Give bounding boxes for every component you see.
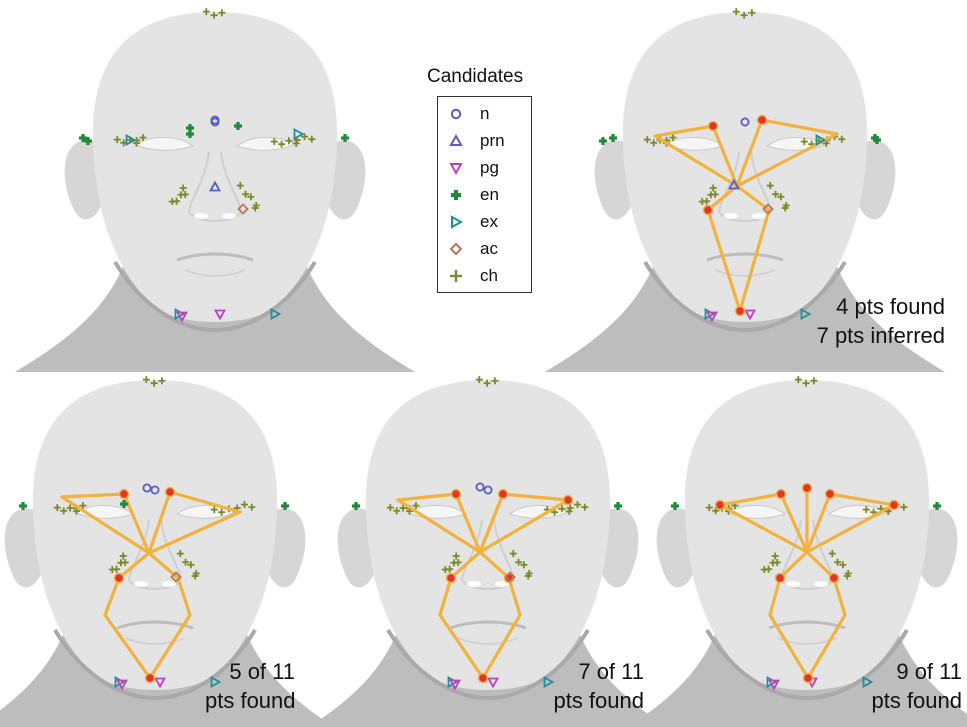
triangle-right-icon (446, 212, 466, 232)
found-point (146, 674, 155, 683)
left-nostril (467, 581, 481, 587)
panel-candidates (15, 8, 415, 372)
plus-bold-icon (446, 185, 466, 205)
found-point (776, 574, 785, 583)
caption-line-1: 9 of 11 (858, 657, 962, 686)
panel-five-of-eleven (0, 376, 355, 727)
left-nostril (724, 213, 738, 219)
found-point (120, 490, 129, 499)
found-point (499, 490, 508, 499)
triangle-down-icon (446, 158, 466, 178)
found-point (452, 490, 461, 499)
legend-label: ex (480, 212, 498, 232)
legend-item-n: n (446, 104, 489, 124)
legend-label: ch (480, 266, 498, 286)
found-point (736, 307, 745, 316)
caption-line-1: 5 of 11 (205, 657, 295, 686)
found-point (758, 116, 767, 125)
legend-label: en (480, 185, 499, 205)
legend-item-ac: ac (446, 239, 498, 259)
caption-line-1: 7 of 11 (540, 657, 644, 686)
legend-item-en: en (446, 185, 499, 205)
caption-line-2: pts found (858, 686, 962, 715)
caption-line-2: pts found (540, 686, 644, 715)
right-nostril (162, 581, 176, 587)
right-nostril (222, 213, 236, 219)
found-point (447, 574, 456, 583)
found-point (803, 484, 812, 493)
found-point (115, 574, 124, 583)
found-point (166, 488, 175, 497)
found-point (804, 674, 813, 683)
found-point (709, 122, 718, 131)
found-point (890, 501, 899, 510)
caption-five-of-eleven: 5 of 11 pts found (205, 657, 295, 715)
left-nostril (786, 581, 800, 587)
found-point (777, 490, 786, 499)
caption-line-2: pts found (205, 686, 295, 715)
legend-item-ch: ch (446, 266, 498, 286)
legend-label: n (480, 104, 489, 124)
legend-item-prn: prn (446, 131, 505, 151)
legend-item-ex: ex (446, 212, 498, 232)
left-nostril (134, 581, 148, 587)
left-nostril (194, 213, 208, 219)
legend-title: Candidates (427, 66, 523, 88)
caption-seven-of-eleven: 7 of 11 pts found (540, 657, 644, 715)
caption-four-found: 4 pts found 7 pts inferred (817, 292, 945, 350)
caption-nine-of-eleven: 9 of 11 pts found (858, 657, 962, 715)
plus-icon (446, 266, 466, 286)
legend-label: ac (480, 239, 498, 259)
legend-label: pg (480, 158, 499, 178)
found-point (564, 496, 573, 505)
found-point (716, 501, 725, 510)
legend-label: prn (480, 131, 505, 151)
legend: n prn pg en ex ac ch (437, 96, 532, 293)
legend-item-pg: pg (446, 158, 499, 178)
found-point (479, 674, 488, 683)
caption-line-2: 7 pts inferred (817, 321, 945, 350)
right-nostril (814, 581, 828, 587)
found-point (704, 206, 713, 215)
triangle-up-icon (446, 131, 466, 151)
right-nostril (752, 213, 766, 219)
diamond-icon (446, 239, 466, 259)
found-point (826, 490, 835, 499)
found-point (830, 574, 839, 583)
caption-line-1: 4 pts found (817, 292, 945, 321)
circle-icon (446, 104, 466, 124)
